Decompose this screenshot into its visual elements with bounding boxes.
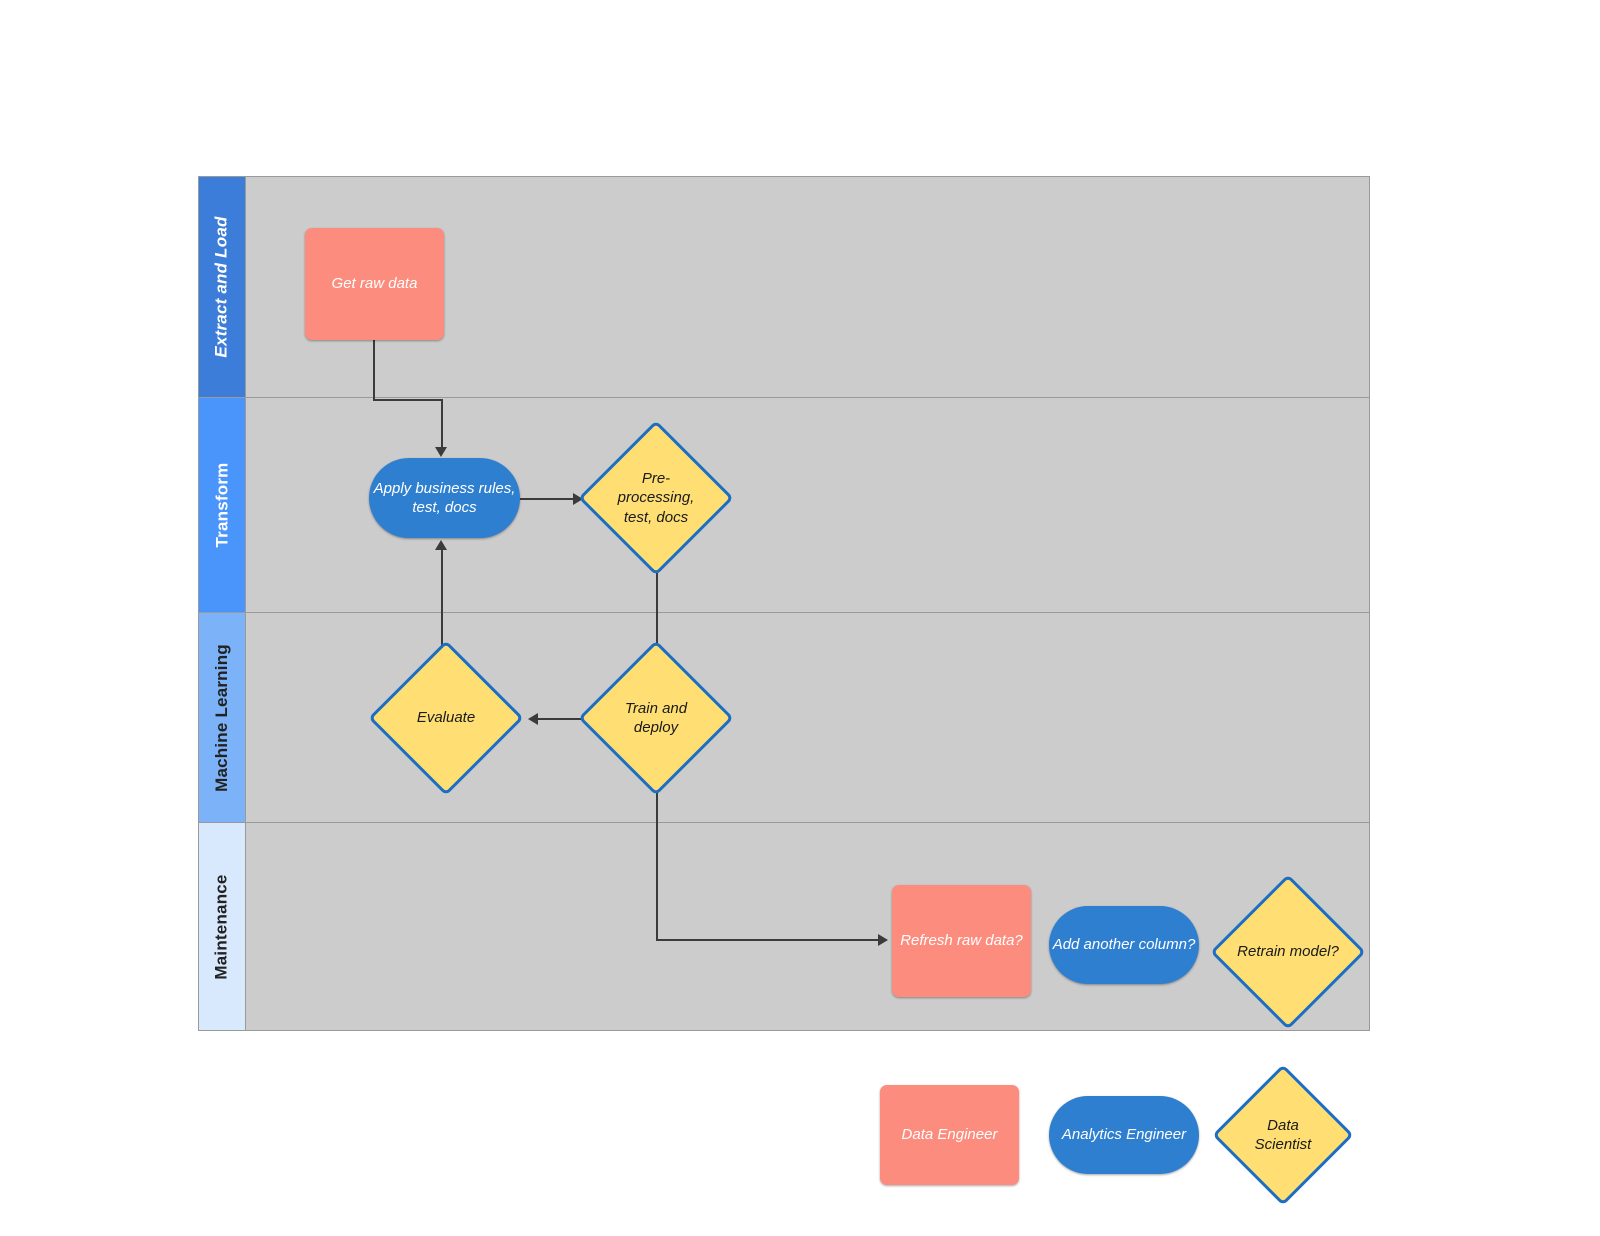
legend-label-data-scientist: Data Scientist <box>1254 1116 1312 1153</box>
lane-header-maintenance: Maintenance <box>199 823 246 1030</box>
node-refresh-raw-data[interactable]: Refresh raw data? <box>892 885 1031 997</box>
node-label-apply-business-rules: Apply business rules, test, docs <box>373 479 516 516</box>
lane-label-machine-learning: Machine Learning <box>212 643 232 792</box>
node-label-refresh-raw-data: Refresh raw data? <box>900 932 1023 950</box>
legend: Data Engineer Analytics Engineer Data Sc… <box>880 1064 1380 1206</box>
node-label-train-and-deploy: Train and deploy <box>624 699 688 736</box>
lane-body-maintenance <box>246 823 1369 1030</box>
legend-item-data-scientist: Data Scientist <box>1212 1064 1354 1206</box>
lane-header-extract-and-load: Extract and Load <box>199 177 246 397</box>
lane-header-machine-learning: Machine Learning <box>199 613 246 822</box>
node-add-another-column[interactable]: Add another column? <box>1049 906 1199 984</box>
node-label-get-raw-data: Get raw data <box>331 275 418 293</box>
node-retrain-model[interactable]: Retrain model? <box>1210 874 1366 1030</box>
node-label-pre-processing: Pre-processing, test, docs <box>617 470 695 526</box>
lane-transform: Transform <box>199 398 1369 613</box>
node-evaluate[interactable]: Evaluate <box>368 640 524 796</box>
legend-label-data-engineer: Data Engineer <box>901 1126 998 1144</box>
node-label-retrain-model: Retrain model? <box>1237 943 1339 961</box>
node-get-raw-data[interactable]: Get raw data <box>305 228 444 340</box>
node-label-add-another-column: Add another column? <box>1052 936 1196 954</box>
legend-label-analytics-engineer: Analytics Engineer <box>1061 1126 1187 1144</box>
legend-item-data-engineer: Data Engineer <box>880 1085 1019 1185</box>
lane-label-extract-and-load: Extract and Load <box>212 216 231 358</box>
node-pre-processing[interactable]: Pre-processing, test, docs <box>578 420 734 576</box>
node-apply-business-rules[interactable]: Apply business rules, test, docs <box>369 458 520 538</box>
lane-label-transform: Transform <box>212 462 231 548</box>
node-train-and-deploy[interactable]: Train and deploy <box>578 640 734 796</box>
node-label-evaluate: Evaluate <box>416 709 476 727</box>
lane-label-maintenance: Maintenance <box>212 873 232 980</box>
legend-item-analytics-engineer: Analytics Engineer <box>1049 1096 1199 1174</box>
lane-header-transform: Transform <box>199 398 246 612</box>
